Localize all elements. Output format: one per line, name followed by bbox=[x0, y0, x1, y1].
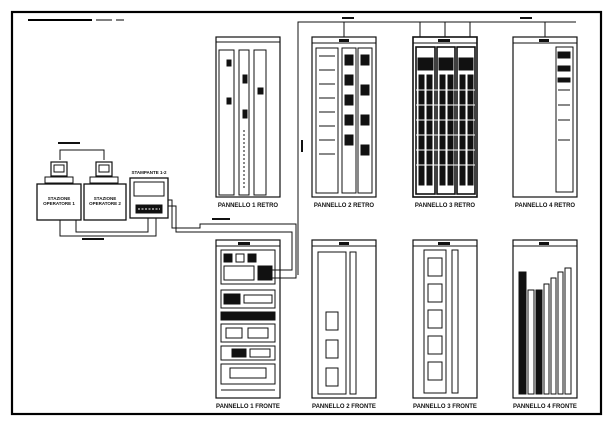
cable-tags bbox=[58, 17, 532, 240]
panel-3-rear bbox=[412, 36, 478, 198]
panel-2-rear-label: PANNELLO 2 RETRO bbox=[313, 203, 375, 209]
printer-1-2 bbox=[129, 177, 169, 219]
panel-3-rear-label: PANNELLO 3 RETRO bbox=[414, 203, 476, 209]
station-2-line-1: STAZIONE bbox=[93, 196, 117, 201]
panel-1-rear-label: PANNELLO 1 RETRO bbox=[217, 203, 279, 209]
panel-3-front bbox=[412, 239, 478, 399]
station-2-line-2: OPERATORE 2 bbox=[89, 201, 121, 206]
station-1-line-2: OPERATORE 1 bbox=[43, 201, 75, 206]
operator-station-1 bbox=[36, 161, 82, 221]
operator-station-2 bbox=[83, 161, 127, 221]
connection-lines bbox=[59, 21, 576, 279]
panel-4-front-label: PANNELLO 4 FRONTE bbox=[513, 404, 577, 410]
panel-1-rear bbox=[215, 36, 281, 198]
panel-1-front bbox=[215, 239, 281, 399]
operator-station-2-label: STAZIONE OPERATORE 2 bbox=[84, 196, 126, 206]
outer-border bbox=[10, 10, 603, 416]
operator-station-1-label: STAZIONE OPERATORE 1 bbox=[37, 196, 81, 206]
panel-2-front bbox=[311, 239, 377, 399]
station-1-line-1: STAZIONE bbox=[47, 196, 71, 201]
panel-3-front-label: PANNELLO 3 FRONTE bbox=[413, 404, 477, 410]
printer-label: STAMPANTE 1-2 bbox=[131, 170, 167, 175]
panel-4-front bbox=[512, 239, 578, 399]
panel-1-front-label: PANNELLO 1 FRONTE bbox=[216, 404, 280, 410]
panel-4-rear-label: PANNELLO 4 RETRO bbox=[514, 203, 576, 209]
panel-2-front-label: PANNELLO 2 FRONTE bbox=[312, 404, 376, 410]
panel-2-rear bbox=[311, 36, 377, 198]
